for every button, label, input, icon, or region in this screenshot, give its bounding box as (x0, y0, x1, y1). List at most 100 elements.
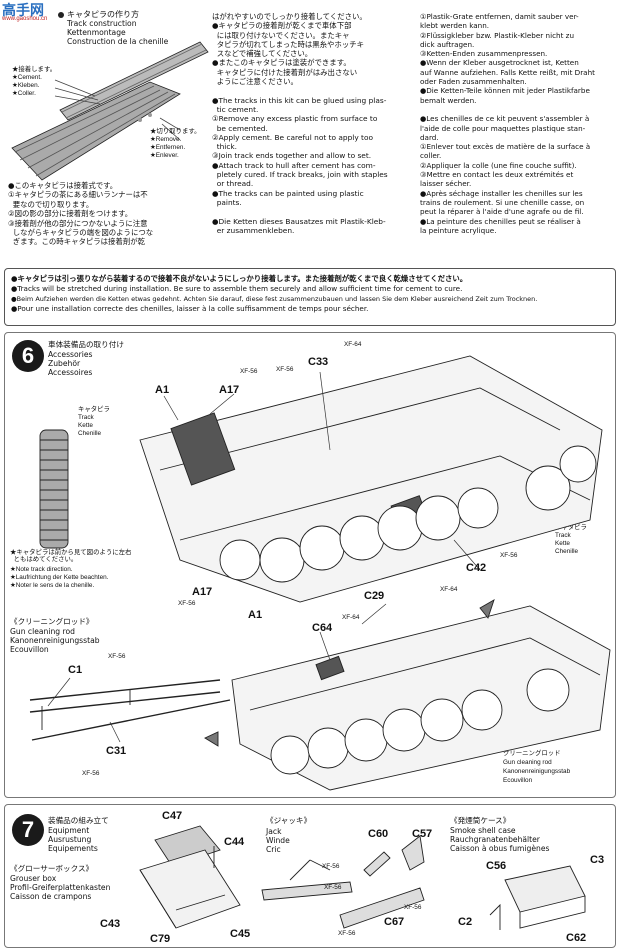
notice-en: ●Tracks will be stretched during install… (11, 284, 463, 293)
part-a1-b: A1 (248, 609, 263, 621)
cut-label-jp: ★切り取ります。 (150, 128, 201, 135)
grouser-label-jp: 《グローサーボックス》 (10, 864, 94, 873)
step6-panel (4, 332, 616, 798)
step6-title-en: Accessories (48, 350, 93, 359)
part-c44: C44 (224, 836, 245, 848)
jack-label-jp: 《ジャッキ》 (266, 816, 312, 825)
rod2-label-fr: Ecouvillon (503, 777, 533, 784)
part-c67: C67 (384, 916, 405, 928)
rod2-label-jp: クリーニングロッド (503, 750, 561, 757)
part-c56: C56 (486, 860, 507, 872)
part-c29: C29 (364, 590, 385, 602)
step7-number: 7 (12, 814, 44, 846)
cleaning-rod (29, 679, 231, 741)
part-c57: C57 (412, 828, 433, 840)
paint-xf56-f: XF-56 (82, 770, 100, 777)
track-label-de: Kette (78, 422, 93, 429)
part-a17: A17 (219, 384, 240, 396)
track-label-jp: キャタピラ (78, 406, 110, 413)
road-wheels-upper (219, 445, 597, 583)
shell-label-jp: 《発煙筒ケース》 (450, 816, 511, 825)
notice-box: ●キャタピラは引っ張りながら装着するので接着不良がないようにしっかり接着します。… (4, 268, 616, 326)
track-r-label-jp: キャタピラ (555, 524, 587, 531)
grouser-label-fr: Caisson de crampons (10, 892, 92, 901)
part-c64: C64 (312, 622, 333, 634)
apply-label-fr: ★Coller. (12, 90, 36, 97)
rod2-label-en: Gun cleaning rod (503, 759, 552, 766)
instructions-col2: はがれやすいのでしっかり接着してください。 ●キャタピラの接着剤が乾くまで車体下… (212, 12, 388, 235)
arrow-icon (204, 731, 219, 747)
rod-label-de: Kanonenreinigungsstab (10, 636, 100, 645)
smoke-shell-case (489, 865, 586, 930)
track-title-en: Track construction (67, 19, 137, 28)
paint-xf56-a: XF-56 (240, 368, 258, 375)
paint-xf56-i: XF-56 (404, 904, 422, 911)
paint-xf64-b: XF-64 (440, 586, 458, 593)
notice-de: ●Beim Aufziehen werden die Ketten etwas … (11, 295, 538, 303)
jack-parts (339, 835, 425, 929)
part-c60: C60 (368, 828, 389, 840)
part-c45: C45 (230, 928, 251, 940)
shell-label-fr: Caisson à obus fumigènes (450, 844, 550, 853)
instructions-col1: ●このキャタピラは接着式です。 ①キャタピラの茶にある細いランナーは不 要なので… (8, 181, 154, 247)
paint-xf56-j: XF-56 (338, 930, 356, 937)
step6-number: 6 (12, 340, 44, 372)
direction-note-de: ★Laufrichtung der Kette beachten. (10, 574, 109, 581)
track-r-label-en: Track (555, 532, 571, 539)
part-c43: C43 (100, 918, 121, 930)
track-title-de: Kettenmontage (67, 28, 126, 37)
part-c33: C33 (308, 356, 329, 368)
watermark-logo: 高手网 www.gaoshou.cn (2, 0, 72, 22)
part-c3: C3 (590, 854, 605, 866)
track-label-fr: Chenille (78, 430, 102, 437)
jack-label-en: Jack (266, 827, 282, 836)
part-a1: A1 (155, 384, 170, 396)
track-strip-bottom (11, 81, 181, 181)
cut-label-en: ★Remove. (150, 136, 182, 143)
track-title-jp: キャタピラの作り方 (67, 10, 139, 19)
watermark-text: 高手网 (2, 3, 44, 19)
watermark-url: www.gaoshou.cn (2, 16, 48, 22)
step7-title-en: Equipment (48, 826, 90, 835)
grouser-label-de: Profil-Greiferplattenkasten (10, 883, 111, 892)
cut-label-de: ★Entfernen. (150, 144, 186, 151)
step7-panel (4, 804, 616, 948)
hull-upper (139, 355, 603, 603)
direction-note-en: ★Note track direction. (10, 566, 73, 573)
step7-title-fr: Equipements (48, 844, 98, 853)
step6-title-fr: Accessoires (48, 368, 93, 377)
jack (261, 859, 353, 901)
track-r-label-de: Kette (555, 540, 570, 547)
step6-title-de: Zubehör (48, 359, 81, 368)
paint-xf56-g: XF-56 (322, 863, 340, 870)
track-coil (39, 429, 69, 549)
track-label-en: Track (78, 414, 94, 421)
instructions-col3: ①Plastik-Grate entfernen, damit sauber v… (420, 12, 595, 235)
paint-xf56-c: XF-56 (500, 552, 518, 559)
apply-label-jp: ★接着します。 (12, 66, 57, 73)
notice-fr: ●Pour une installation correcte des chen… (11, 304, 369, 313)
paint-xf56-e: XF-56 (108, 653, 126, 660)
rod-label-fr: Ecouvillon (10, 645, 49, 654)
jack-label-fr: Cric (266, 845, 281, 854)
step7-title-jp: 装備品の組み立て (48, 816, 109, 825)
apply-label-de: ★Kleben. (12, 82, 40, 89)
rod-label-en: Gun cleaning rod (10, 627, 75, 636)
shell-label-en: Smoke shell case (450, 826, 516, 835)
grouser-label-en: Grouser box (10, 874, 57, 883)
direction-note-jp: ★キャタピラは前から見て図のように左右 ともはめてください。 (10, 549, 132, 564)
notice-jp: ●キャタピラは引っ張りながら装着するので接着不良がないようにしっかり接着します。… (11, 274, 468, 283)
apply-label-en: ★Cement. (12, 74, 42, 81)
paint-xf56-d: XF-56 (178, 600, 196, 607)
part-c47: C47 (162, 810, 183, 822)
part-a17-b: A17 (192, 586, 213, 598)
part-c79: C79 (150, 933, 171, 945)
step-marker-1 (58, 12, 64, 18)
cut-label-fr: ★Enlever. (150, 152, 179, 159)
paint-xf64-c: XF-64 (342, 614, 360, 621)
step6-title-jp: 車体装備品の取り付け (48, 340, 124, 349)
rod-label-jp: 《クリーニングロッド》 (10, 617, 94, 626)
